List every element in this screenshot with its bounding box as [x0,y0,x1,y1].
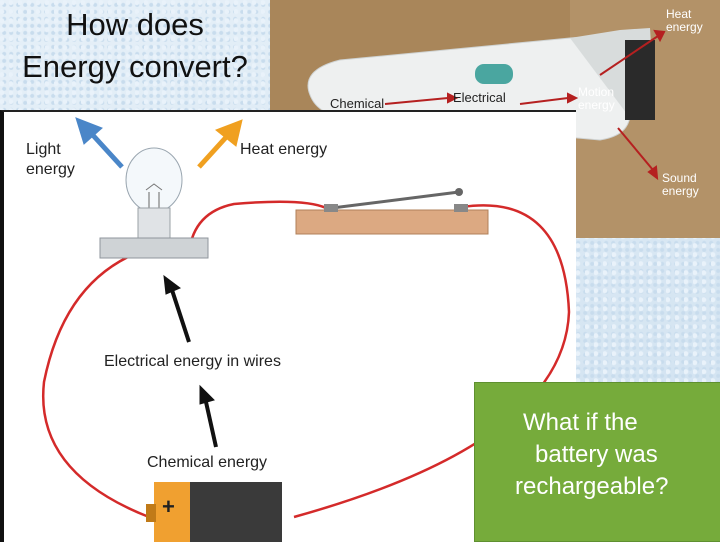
left-wire [43,252,149,517]
title-line-2: Energy convert? [0,46,270,88]
switch [296,188,488,234]
diagram-label-light: Light energy [26,140,106,180]
callout-line-3: rechargeable? [475,471,720,503]
light-bulb [100,148,208,258]
photo-label-motion: Motion energy [578,86,638,112]
slide-title: How does Energy convert? [0,4,270,88]
photo-label-heat: Heat energy [666,8,718,34]
callout-line-2: battery was [475,439,720,471]
callout-text: What if the battery was rechargeable? [475,407,720,503]
callout-line-1: What if the [475,407,720,439]
battery-plus-sign: + [162,497,175,517]
diagram-label-heat: Heat energy [240,140,327,160]
rechargeable-callout: What if the battery was rechargeable? [474,382,720,542]
photo-label-electrical: Electrical [453,88,506,108]
diagram-label-electrical: Electrical energy in wires [104,352,281,372]
diagram-label-chemical: Chemical energy [147,453,267,473]
photo-label-sound: Sound energy [662,172,718,198]
heat-arrow [199,120,242,167]
title-line-1: How does [0,4,270,46]
